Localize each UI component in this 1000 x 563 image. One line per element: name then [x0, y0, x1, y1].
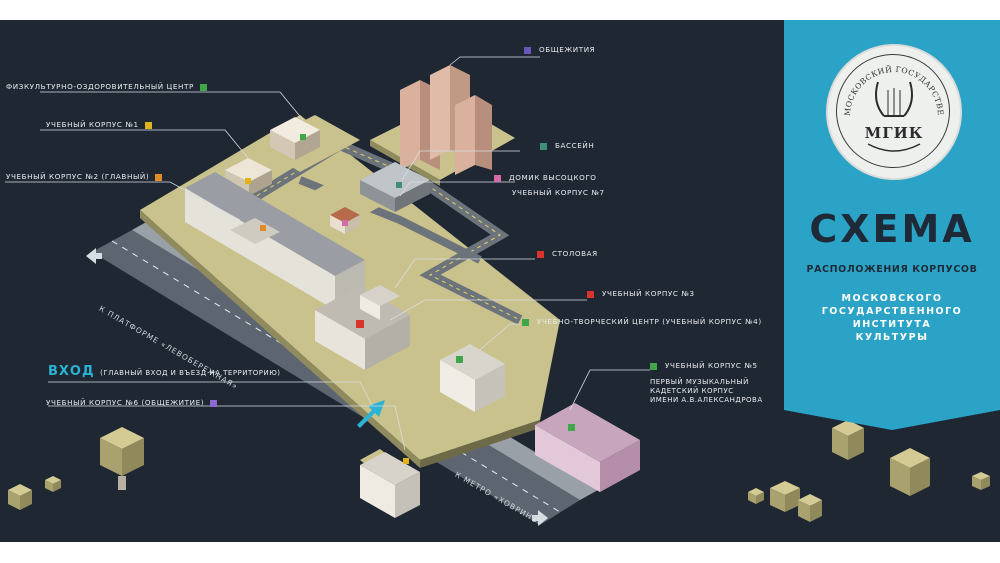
- marker-fitness: [300, 134, 306, 140]
- title-panel-point: [784, 410, 1000, 430]
- building5-note: ПЕРВЫЙ МУЗЫКАЛЬНЫЙ КАДЕТСКИЙ КОРПУС ИМЕН…: [650, 378, 763, 404]
- page-subtitle: РАСПОЛОЖЕНИЯ КОРПУСОВ: [806, 264, 978, 275]
- label-pool: БАССЕЙН: [540, 141, 594, 150]
- label-building4: УЧЕБНО-ТВОРЧЕСКИЙ ЦЕНТР (УЧЕБНЫЙ КОРПУС …: [522, 317, 762, 326]
- marker-pool: [396, 182, 402, 188]
- decorative-trees-left: [8, 427, 144, 510]
- campus-map-frame: ФИЗКУЛЬТУРНО-ОЗДОРОВИТЕЛЬНЫЙ ЦЕНТР УЧЕБН…: [0, 20, 1000, 542]
- label-fitness: ФИЗКУЛЬТУРНО-ОЗДОРОВИТЕЛЬНЫЙ ЦЕНТР: [6, 82, 207, 91]
- logo-arc-text: МОСКОВСКИЙ ГОСУДАРСТВЕННЫЙ ИНСТИТУТ КУЛЬ…: [828, 46, 945, 116]
- entrance-arrow-icon: [357, 400, 385, 428]
- arrow-to-platform-icon: [86, 248, 102, 264]
- label-building6: УЧЕБНЫЙ КОРПУС №6 (ОБЩЕЖИТИЕ): [46, 398, 218, 407]
- page-title: СХЕМА: [809, 207, 975, 251]
- vysotsky-house: [330, 207, 360, 234]
- label-building7: УЧЕБНЫЙ КОРПУС №7: [512, 188, 605, 197]
- institute-logo: МОСКОВСКИЙ ГОСУДАРСТВЕННЫЙ ИНСТИТУТ КУЛЬ…: [826, 44, 962, 180]
- label-building5: УЧЕБНЫЙ КОРПУС №5: [650, 361, 758, 370]
- logo-abbreviation: МГИК: [864, 124, 924, 142]
- label-canteen: СТОЛОВАЯ: [537, 249, 598, 258]
- lyre-emblem-icon: МОСКОВСКИЙ ГОСУДАРСТВЕННЫЙ ИНСТИТУТ КУЛЬ…: [828, 46, 945, 152]
- label-entrance: ВХОД (ГЛАВНЫЙ ВХОД И ВЪЕЗД НА ТЕРРИТОРИЮ…: [48, 364, 281, 379]
- organization-name: МОСКОВСКОГО ГОСУДАРСТВЕННОГО ИНСТИТУТА К…: [821, 293, 963, 343]
- building-3: [315, 285, 410, 370]
- marker-building3: [356, 320, 364, 328]
- marker-building4: [456, 356, 463, 363]
- label-vysotsky: ДОМИК ВЫСОЦКОГО: [494, 173, 597, 182]
- building-6: [360, 449, 420, 518]
- marker-building6: [403, 458, 409, 464]
- building-5: [535, 403, 640, 492]
- marker-building1: [245, 178, 251, 184]
- pool-building: [360, 162, 430, 212]
- label-building1: УЧЕБНЫЙ КОРПУС №1: [46, 120, 152, 129]
- label-building3: УЧЕБНЫЙ КОРПУС №3: [587, 289, 695, 298]
- marker-building5: [568, 424, 575, 431]
- marker-building2: [260, 225, 266, 231]
- svg-text:МОСКОВСКИЙ ГОСУДАРСТВЕННЫЙ ИНС: МОСКОВСКИЙ ГОСУДАРСТВЕННЫЙ ИНСТИТУТ КУЛЬ…: [828, 46, 945, 116]
- building-4: [440, 344, 505, 412]
- fitness-building: [270, 117, 320, 160]
- arrow-to-metro-icon: [532, 510, 548, 526]
- marker-vysotsky: [342, 220, 348, 226]
- isometric-campus-map: [5, 56, 650, 526]
- label-dorms: ОБЩЕЖИТИЯ: [524, 45, 595, 54]
- label-building2: УЧЕБНЫЙ КОРПУС №2 (ГЛАВНЫЙ): [6, 172, 163, 181]
